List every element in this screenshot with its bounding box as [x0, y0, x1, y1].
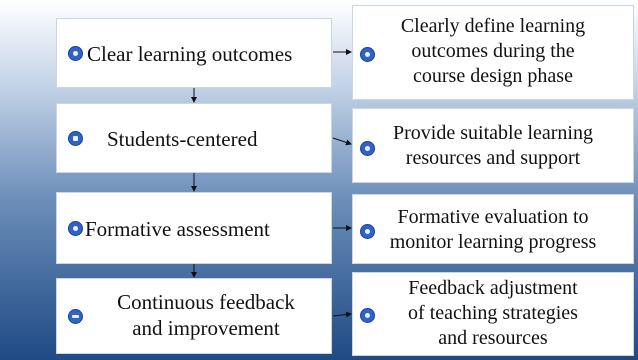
- chat-icon: [69, 310, 82, 323]
- detail-line: Feedback adjustment: [408, 277, 578, 299]
- detail-line: course design phase: [413, 65, 573, 87]
- people-icon: [69, 47, 82, 60]
- detail-line: and resources: [438, 327, 548, 349]
- detail-box-students-centered: Provide suitable learning resources and …: [352, 108, 634, 183]
- gear-icon: [69, 222, 82, 235]
- step-box-students-centered: Students-centered: [56, 103, 332, 173]
- detail-arrow-4: [332, 311, 352, 318]
- detail-text: Provide suitable learning resources and …: [353, 121, 633, 171]
- step-title-line: Continuous feedback: [117, 290, 295, 314]
- step-box-clear-learning-outcomes: Clear learning outcomes: [56, 18, 332, 88]
- step-box-formative-assessment: Formative assessment: [56, 192, 332, 264]
- step-title: Students-centered: [107, 127, 258, 151]
- step-title: Continuous feedback and improvement: [87, 289, 325, 341]
- detail-box-continuous-feedback: Feedback adjustment of teaching strategi…: [352, 272, 634, 356]
- detail-line: Provide suitable learning: [393, 122, 593, 144]
- detail-line: Formative evaluation to: [397, 206, 589, 228]
- detail-text: Feedback adjustment of teaching strategi…: [353, 276, 633, 351]
- step-title: Clear learning outcomes: [87, 42, 293, 66]
- people-icon: [361, 142, 374, 155]
- detail-text: Clearly define learning outcomes during …: [353, 14, 633, 89]
- search-icon: [69, 132, 82, 145]
- step-title: Formative assessment: [85, 217, 270, 241]
- detail-line: resources and support: [405, 147, 581, 169]
- step-title-line: and improvement: [132, 316, 280, 340]
- detail-line: of teaching strategies: [408, 302, 578, 324]
- detail-line: monitor learning progress: [389, 231, 597, 253]
- step-box-continuous-feedback: Continuous feedback and improvement: [56, 278, 332, 354]
- detail-text: Formative evaluation to monitor learning…: [353, 205, 633, 255]
- detail-arrow-2: [332, 137, 352, 146]
- people-icon: [361, 48, 374, 61]
- detail-box-formative-assessment: Formative evaluation to monitor learning…: [352, 194, 634, 264]
- lightbulb-icon: [361, 225, 374, 238]
- detail-line: outcomes during the: [411, 40, 575, 62]
- detail-line: Clearly define learning: [400, 15, 586, 37]
- target-icon: [361, 309, 374, 322]
- detail-box-clear-learning-outcomes: Clearly define learning outcomes during …: [352, 5, 634, 100]
